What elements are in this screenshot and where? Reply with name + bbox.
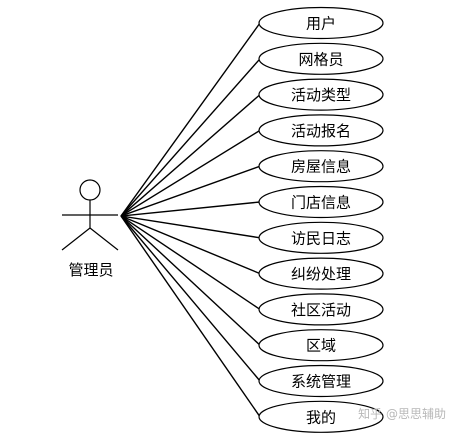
association-line	[120, 215, 261, 382]
use-case-label: 门店信息	[291, 194, 351, 212]
association-line	[120, 129, 261, 217]
use-case-label: 活动报名	[291, 122, 351, 140]
association-line	[120, 215, 261, 418]
use-case-label: 网格员	[298, 50, 343, 68]
use-case: 系统管理	[258, 364, 384, 398]
use-case-ellipse	[258, 114, 384, 147]
use-case-ellipse	[258, 185, 384, 219]
use-case-label: 房屋信息	[291, 158, 351, 176]
use-case-ellipse	[258, 293, 384, 326]
use-case-ellipse	[258, 150, 384, 183]
use-case-ellipse	[258, 257, 384, 290]
use-case-label: 活动类型	[291, 86, 351, 104]
association-line	[120, 22, 261, 217]
use-case-ellipse	[258, 6, 384, 40]
association-line	[120, 94, 261, 217]
use-case: 我的	[258, 400, 384, 433]
use-case-label: 区域	[306, 337, 336, 355]
use-case-label: 纠纷处理	[291, 265, 351, 283]
association-lines	[120, 22, 261, 418]
use-case: 区域	[258, 329, 384, 362]
use-case-label: 社区活动	[291, 301, 351, 319]
use-case-ellipse	[258, 364, 384, 398]
use-case-label: 用户	[306, 15, 336, 33]
use-case-label: 我的	[306, 408, 336, 426]
association-line	[120, 215, 261, 239]
use-case-ellipse	[258, 221, 384, 254]
use-case: 社区活动	[258, 293, 384, 326]
actor-right-leg	[89, 227, 119, 251]
actor-name: 管理员	[68, 261, 113, 279]
use-cases: 用户网格员活动类型活动报名房屋信息门店信息访民日志纠纷处理社区活动区域系统管理我…	[258, 6, 384, 433]
watermark-text: 知乎 @思思辅助	[358, 407, 446, 421]
association-line	[120, 58, 261, 217]
association-line	[120, 201, 261, 217]
actor-admin: 管理员	[61, 179, 119, 279]
association-line	[120, 215, 261, 275]
use-case-label: 访民日志	[291, 229, 351, 247]
use-case: 活动报名	[258, 114, 384, 147]
use-case: 纠纷处理	[258, 257, 384, 290]
use-case: 访民日志	[258, 221, 384, 254]
actor-head	[79, 179, 101, 201]
association-line	[120, 215, 261, 310]
use-case: 门店信息	[258, 185, 384, 219]
use-case-ellipse	[258, 329, 384, 362]
use-case: 网格员	[258, 42, 384, 75]
use-case-ellipse	[258, 400, 384, 433]
association-line	[120, 165, 261, 217]
use-case: 房屋信息	[258, 150, 384, 183]
association-line	[120, 215, 261, 346]
use-case-ellipse	[258, 42, 384, 75]
use-case: 用户	[258, 6, 384, 40]
use-case: 活动类型	[258, 78, 384, 111]
use-case-ellipse	[258, 78, 384, 111]
actor-left-leg	[61, 227, 91, 251]
use-case-label: 系统管理	[291, 373, 351, 391]
